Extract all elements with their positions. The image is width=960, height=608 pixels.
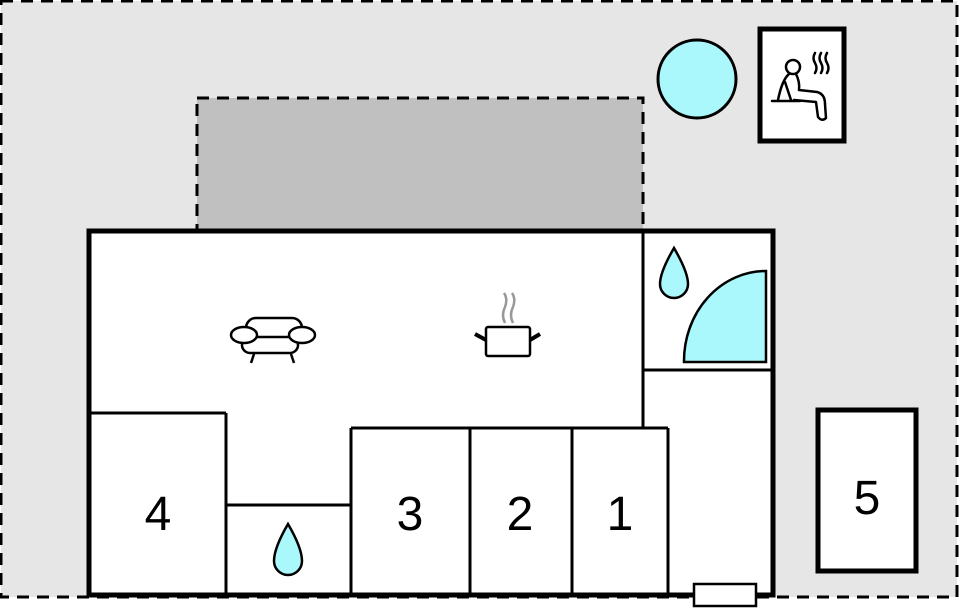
cooking-pot-icon bbox=[474, 292, 542, 358]
room-label-5: 5 bbox=[854, 472, 881, 525]
room-label-1: 1 bbox=[607, 488, 634, 541]
room-label-2: 2 bbox=[507, 488, 534, 541]
sofa-icon bbox=[229, 316, 317, 364]
room-label-4: 4 bbox=[145, 488, 172, 541]
water-drop-icon bbox=[272, 521, 304, 577]
door-step-icon bbox=[692, 582, 758, 608]
covered-terrace bbox=[195, 96, 645, 233]
room-label-3: 3 bbox=[397, 488, 424, 541]
sauna bbox=[757, 26, 847, 144]
interior-walls bbox=[89, 231, 773, 595]
hot-tub-circle-icon bbox=[656, 38, 738, 120]
annex-5 bbox=[815, 407, 919, 574]
water-drop-icon bbox=[658, 245, 690, 300]
shower-quarter-circle-icon bbox=[682, 269, 768, 364]
sauna-icon bbox=[770, 51, 830, 121]
